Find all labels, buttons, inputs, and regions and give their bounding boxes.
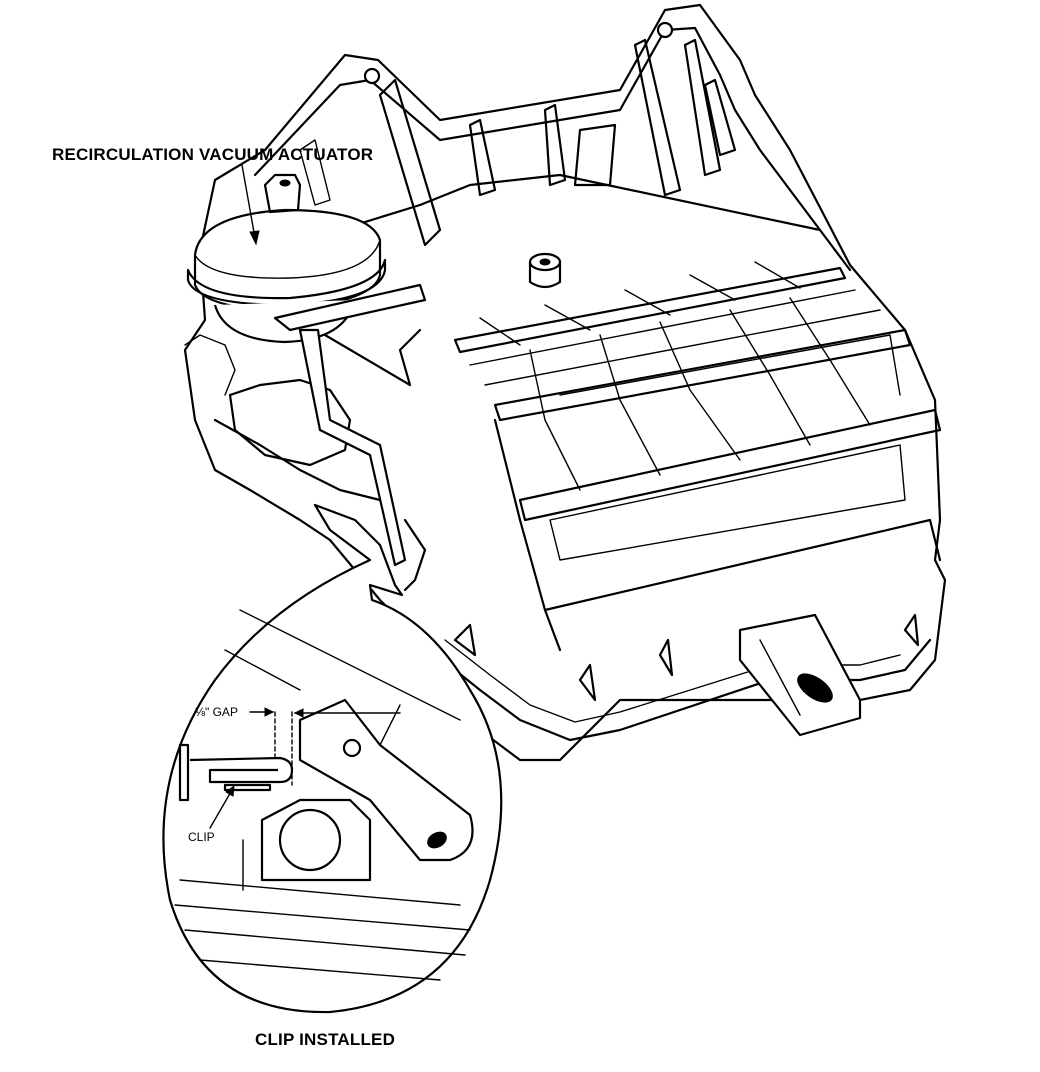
grille-grid-2 xyxy=(484,309,881,386)
housing-lower-side xyxy=(213,418,382,502)
detail-lever-slot xyxy=(427,831,447,849)
grille-cross-2 xyxy=(544,304,591,331)
base-tab-1 xyxy=(453,623,477,657)
clip-leader-arrowhead xyxy=(225,784,235,797)
actuator-linkage xyxy=(273,283,427,592)
linkage-arm xyxy=(323,328,422,387)
detail-line-4 xyxy=(174,904,471,931)
grille-post-body xyxy=(528,260,562,289)
actuator-label: RECIRCULATION VACUUM ACTUATOR xyxy=(52,145,374,164)
actuator-nipple-port xyxy=(279,179,291,187)
rib-1 xyxy=(378,78,442,247)
grille-post-hole xyxy=(539,258,551,266)
rib-2 xyxy=(468,118,497,197)
clip-label: CLIP xyxy=(188,830,215,844)
housing-base-edge-inner xyxy=(444,639,901,723)
grille-cross-1 xyxy=(479,317,521,346)
grille-top-rail xyxy=(453,266,847,354)
grille-divider-1 xyxy=(529,349,581,491)
gap-label: ⅛" GAP xyxy=(195,705,238,719)
grille-grid-3 xyxy=(559,334,901,396)
detail-lever-edge xyxy=(379,704,401,746)
front-grille xyxy=(453,252,942,652)
grille-mid-rail xyxy=(493,328,912,422)
grille-grid-1 xyxy=(469,289,856,366)
actuator-seam xyxy=(194,239,381,279)
rib-7 xyxy=(703,78,737,157)
rib-4 xyxy=(573,123,617,187)
actuator-nipple xyxy=(263,173,302,214)
linkage-rod xyxy=(298,328,407,567)
grille-face-bottom xyxy=(543,518,942,612)
detail-line-6 xyxy=(199,959,441,981)
housing-base-edge xyxy=(428,638,932,742)
grille-divider-4 xyxy=(729,309,811,446)
detail-line-3 xyxy=(179,879,461,906)
detail-clip-tab xyxy=(178,743,190,802)
actuator-band xyxy=(186,258,387,307)
detail-clip-bottom xyxy=(223,783,272,792)
grille-bottom-rail xyxy=(518,408,942,522)
grille-cross-3 xyxy=(624,289,671,316)
drain-hole xyxy=(797,673,833,703)
actuator-callout xyxy=(241,164,260,246)
drain-spout xyxy=(453,613,920,737)
grille-face-left xyxy=(493,418,562,652)
grille-divider-5 xyxy=(789,297,871,426)
rib-8 xyxy=(299,139,331,206)
rib-3 xyxy=(543,103,567,187)
gap-arrowhead-right xyxy=(293,708,304,718)
rib-6 xyxy=(683,38,722,177)
grille-divider-3 xyxy=(659,321,741,461)
gap-arrowhead-left xyxy=(264,707,275,717)
detail-line-2 xyxy=(224,649,301,691)
detail-line-1 xyxy=(239,609,461,721)
detail-lever-hole xyxy=(342,738,362,758)
mount-hole-right xyxy=(656,21,674,39)
figure-caption: CLIP INSTALLED xyxy=(255,1030,396,1049)
grille-cross-4 xyxy=(689,274,736,301)
drain-spout-edge xyxy=(759,639,801,716)
housing-side-face xyxy=(208,173,852,272)
actuator-leader-arrowhead xyxy=(249,230,260,246)
top-ribs xyxy=(299,21,737,247)
linkage-bracket xyxy=(273,283,427,332)
detail-bubble xyxy=(162,503,503,1014)
detail-line-5 xyxy=(184,929,466,956)
linkage-clip-hook xyxy=(403,518,427,592)
grille-cross-5 xyxy=(754,261,801,289)
actuator-leader-line xyxy=(241,164,256,239)
base-tab-4 xyxy=(903,613,920,647)
base-tab-2 xyxy=(578,663,597,702)
clip-leader-line xyxy=(209,789,233,829)
mount-hole-left xyxy=(363,67,381,85)
rib-5 xyxy=(633,38,682,197)
grille-divider-2 xyxy=(599,334,661,476)
detail-pivot-hole xyxy=(278,808,342,872)
base-tab-3 xyxy=(658,638,674,677)
grille-window xyxy=(549,444,906,561)
housing-left-curve xyxy=(184,334,236,396)
detail-lever-arm xyxy=(298,698,474,862)
